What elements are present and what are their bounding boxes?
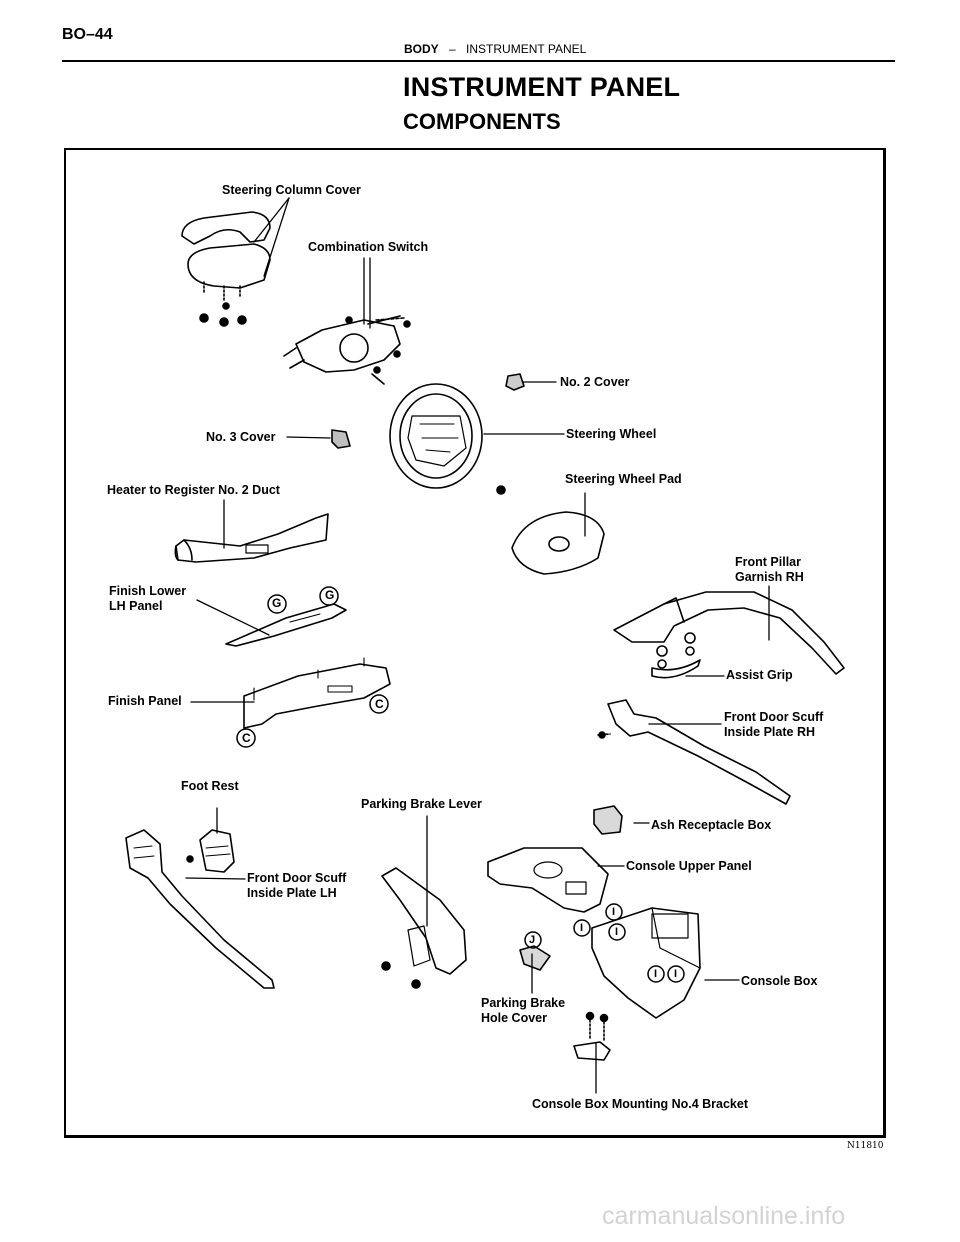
clip-letter-g: G — [272, 596, 282, 610]
label-ash-receptacle-box: Ash Receptacle Box — [651, 818, 772, 832]
label-finish-panel: Finish Panel — [108, 694, 182, 708]
watermark: carmanualsonline.info — [602, 1202, 846, 1230]
page-subtitle: COMPONENTS — [403, 109, 561, 134]
label-console-box: Console Box — [741, 974, 818, 988]
header-section: BODY — [404, 42, 439, 56]
parking-brake-lever-part — [381, 867, 467, 989]
no2-cover-part — [505, 373, 525, 391]
label-steering-column-cover: Steering Column Cover — [222, 183, 361, 197]
page-title: INSTRUMENT PANEL — [403, 72, 681, 102]
heater-duct-part — [174, 513, 329, 563]
components-illustration — [125, 197, 845, 1094]
console-box-part — [591, 907, 701, 1019]
clip-letter-g: G — [325, 588, 335, 602]
label-console-bracket: Console Box Mounting No.4 Bracket — [532, 1097, 748, 1111]
clip-letter-i: I — [615, 926, 619, 938]
header-separator: – — [449, 42, 456, 56]
label-no3-cover: No. 3 Cover — [206, 430, 276, 444]
finish-lower-lh-panel-part — [225, 603, 347, 647]
label-parking-brake-hole-cover: Parking Brake Hole Cover — [481, 996, 566, 1025]
finish-panel-part — [243, 657, 391, 729]
clip-letter-i: I — [674, 968, 678, 980]
label-assist-grip: Assist Grip — [726, 668, 793, 682]
foot-rest-part — [199, 829, 235, 873]
clip-letter-c: C — [242, 731, 251, 745]
combination-switch-part — [283, 315, 411, 385]
console-upper-panel-part — [487, 847, 609, 913]
steering-wheel-part — [389, 383, 483, 489]
header-subsection: INSTRUMENT PANEL — [466, 42, 587, 56]
label-heater-duct: Heater to Register No. 2 Duct — [107, 483, 280, 497]
label-front-pillar-garnish: Front Pillar Garnish RH — [735, 555, 804, 584]
clip-letter-j: J — [529, 934, 536, 946]
clip-letter-c: C — [375, 697, 384, 711]
label-finish-lower-lh-panel: Finish Lower LH Panel — [109, 584, 187, 613]
steering-column-cover-part — [181, 211, 271, 327]
label-front-door-scuff-lh: Front Door Scuff Inside Plate LH — [247, 871, 347, 900]
front-pillar-garnish-part — [613, 591, 845, 679]
label-combination-switch: Combination Switch — [308, 240, 429, 254]
figure-frame — [64, 148, 886, 1138]
label-console-upper-panel: Console Upper Panel — [626, 859, 752, 873]
label-parking-brake-lever: Parking Brake Lever — [361, 797, 482, 811]
leader-lines — [185, 197, 770, 1094]
front-door-scuff-lh-part — [125, 829, 275, 989]
no3-cover-part — [331, 429, 351, 449]
running-header: BODY – INSTRUMENT PANEL — [404, 42, 586, 56]
clip-letter-i: I — [654, 968, 658, 980]
label-no2-cover: No. 2 Cover — [560, 375, 630, 389]
steering-wheel-pad-part — [511, 511, 605, 575]
clip-letter-i: I — [612, 906, 616, 918]
clip-markers — [236, 586, 685, 983]
label-steering-wheel: Steering Wheel — [566, 427, 657, 441]
ash-receptacle-box-part — [593, 805, 623, 835]
header-rule — [62, 60, 895, 62]
pad-nut-part — [496, 485, 506, 495]
clip-letter-i: I — [580, 922, 584, 934]
console-bracket-part — [573, 1011, 611, 1061]
parking-brake-hole-cover-part — [519, 945, 551, 971]
figure-code: N11810 — [847, 1141, 884, 1151]
label-steering-wheel-pad: Steering Wheel Pad — [565, 472, 682, 486]
page-number: BO–44 — [62, 26, 113, 43]
label-front-door-scuff-rh: Front Door Scuff Inside Plate RH — [724, 710, 824, 739]
front-door-scuff-rh-part — [597, 699, 791, 805]
label-foot-rest: Foot Rest — [181, 779, 239, 793]
